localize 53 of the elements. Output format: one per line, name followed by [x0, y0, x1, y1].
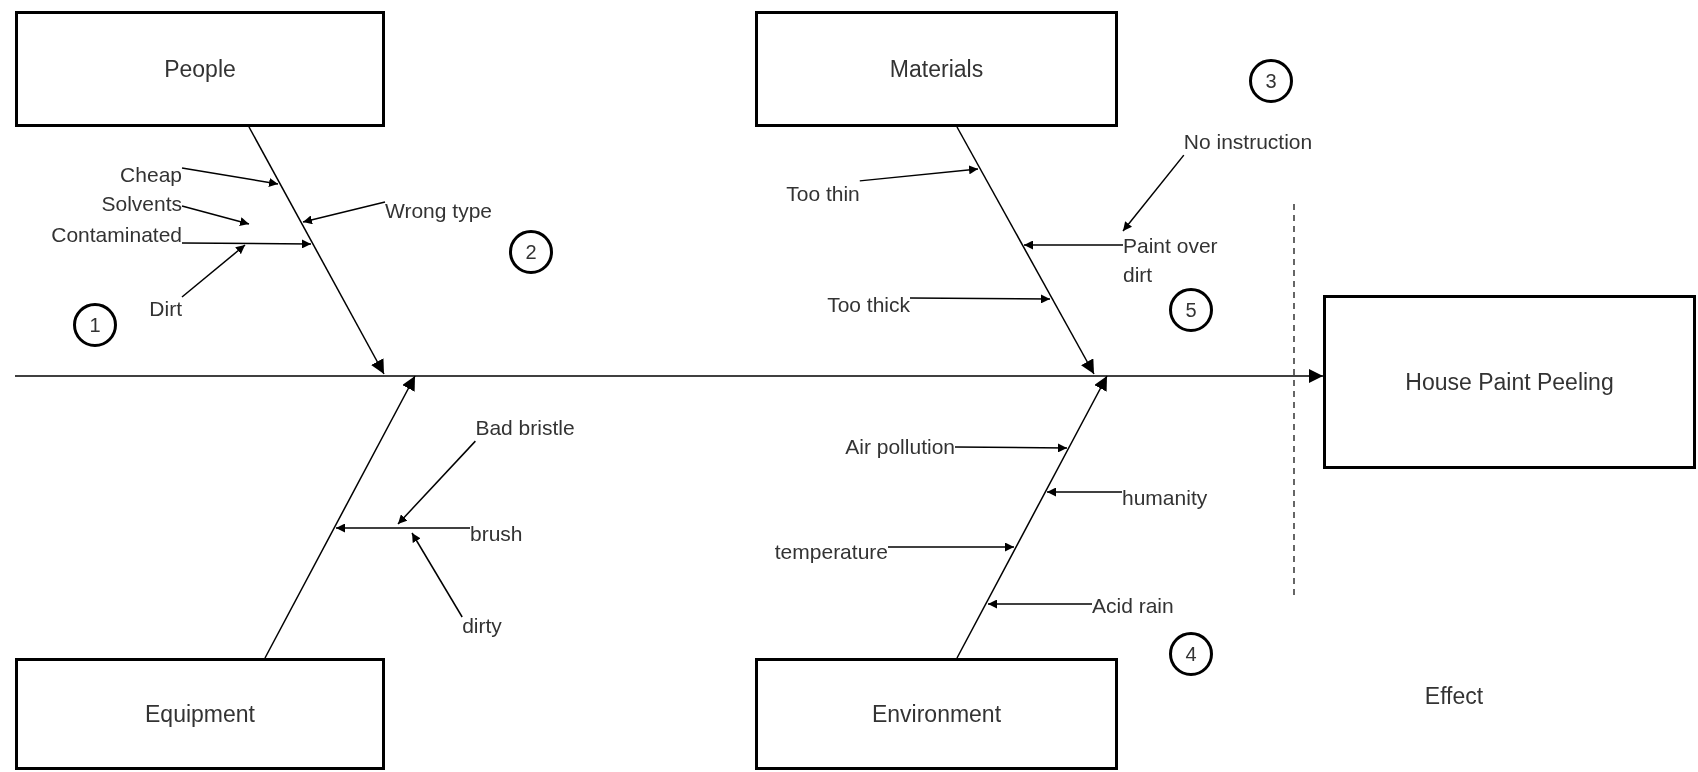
arrow: [909, 294, 1051, 304]
cause-text: temperature: [774, 538, 888, 566]
category-text: People: [164, 55, 236, 83]
arrow: [14, 369, 1324, 383]
arrow: [954, 443, 1068, 453]
cause-text: brush: [470, 520, 523, 548]
category-text: Equipment: [145, 700, 255, 728]
arrow: [859, 165, 979, 182]
callout-number: 4: [1169, 632, 1213, 676]
cause-text: No instruction: [1183, 128, 1313, 156]
arrow: [181, 205, 250, 226]
category-text: Environment: [871, 700, 1002, 728]
callout-number: 1: [73, 303, 117, 347]
cause-text: Cheap: [120, 161, 182, 189]
arrow: [1023, 240, 1124, 250]
arrow: [397, 440, 477, 525]
cause-text: Air pollution: [845, 433, 955, 461]
category-box: [755, 11, 1118, 127]
arrow: [181, 167, 279, 187]
effect-text: House Paint Peeling: [1405, 367, 1614, 397]
arrow: [1122, 154, 1185, 232]
arrow: [1046, 487, 1123, 497]
category-text: Materials: [889, 55, 984, 83]
cause-text: Too thin: [786, 180, 860, 208]
cause-text: Too thick: [827, 291, 910, 319]
arrow: [956, 126, 1095, 375]
cause-text: dirty: [462, 612, 502, 640]
cause-text: Acid rain: [1092, 592, 1174, 620]
category-box: [15, 658, 385, 770]
arrow: [264, 375, 416, 659]
category-box: [15, 11, 385, 127]
arrow: [248, 126, 385, 375]
arrow: [181, 244, 246, 298]
arrow: [335, 523, 471, 533]
arrow: [302, 201, 386, 225]
arrow: [411, 532, 463, 618]
cause-text: Contaminated: [51, 221, 182, 249]
cause-text: Dirt: [149, 295, 182, 323]
callout-number: 3: [1249, 59, 1293, 103]
effect-box: [1323, 295, 1696, 469]
cause-text: Bad bristle: [475, 414, 575, 442]
arrow: [987, 599, 1093, 609]
arrow: [956, 375, 1108, 659]
cause-text: Paint over dirt: [1123, 231, 1248, 290]
arrow: [181, 239, 312, 249]
effect-caption: Effect: [1424, 681, 1484, 711]
callout-number: 5: [1169, 288, 1213, 332]
cause-text: Wrong type: [385, 197, 492, 225]
category-box: [755, 658, 1118, 770]
cause-text: humanity: [1122, 484, 1208, 512]
callout-number: 2: [509, 230, 553, 274]
cause-text: Solvents: [101, 190, 182, 218]
arrow: [887, 542, 1015, 552]
